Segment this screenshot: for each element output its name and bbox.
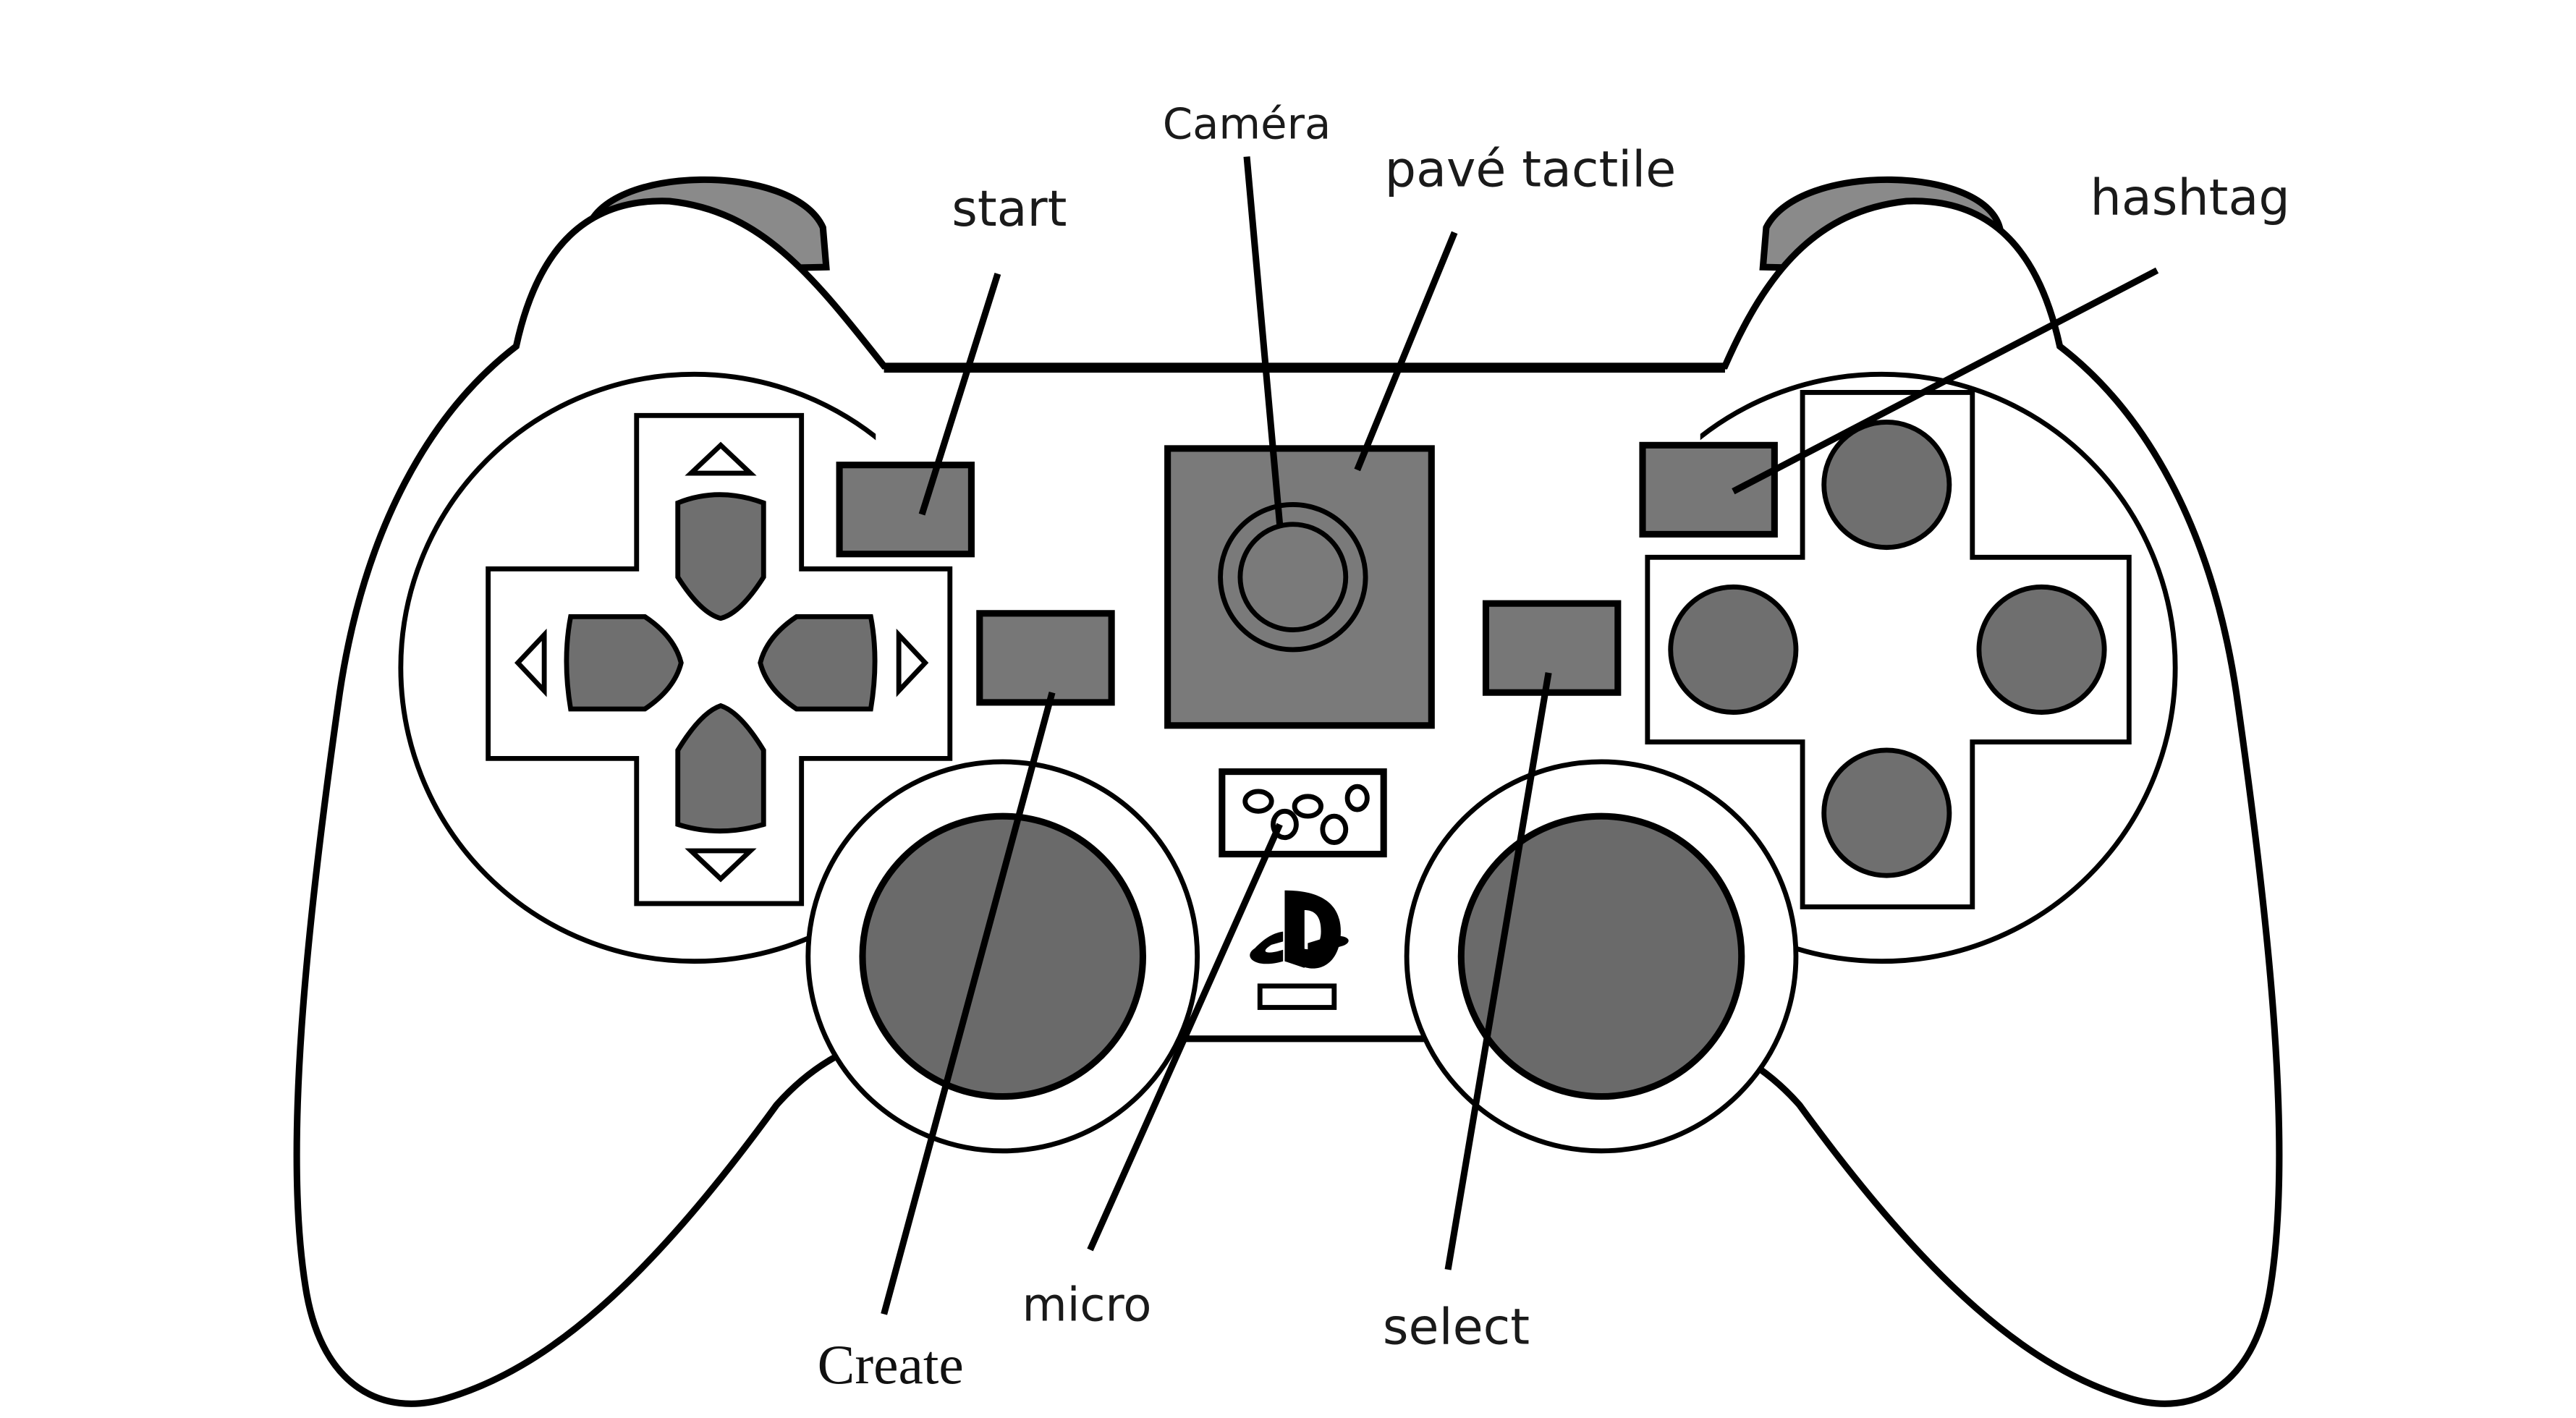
face-button-left[interactable]	[1668, 584, 1799, 715]
leader-micro	[1087, 823, 1283, 1252]
start-button[interactable]	[836, 462, 975, 558]
dpad-left-button[interactable]	[564, 614, 684, 712]
triangle-left-icon	[514, 628, 547, 697]
triangle-right-icon	[896, 628, 929, 697]
dpad-buttons[interactable]	[564, 492, 878, 834]
dpad-down-button[interactable]	[675, 702, 766, 834]
playstation-logo	[1250, 890, 1349, 969]
label-hashtag: hashtag	[2090, 169, 2290, 226]
face-button-top[interactable]	[1821, 420, 1952, 551]
leader-select	[1444, 672, 1552, 1270]
face-button-right[interactable]	[1976, 584, 2107, 715]
leader-touchpad	[1354, 231, 1458, 472]
create-button[interactable]	[976, 610, 1115, 706]
leader-camera	[1243, 156, 1284, 525]
analog-sticks	[805, 759, 1799, 1154]
dpad-arrows	[514, 441, 929, 883]
face-button-bottom[interactable]	[1821, 747, 1952, 878]
select-button[interactable]	[1482, 600, 1622, 696]
label-touchpad: pavé tactile	[1385, 142, 1677, 199]
micro-holes	[1242, 784, 1370, 846]
label-select: select	[1383, 1299, 1530, 1356]
leader-lines	[881, 156, 2159, 1315]
dpad-up-button[interactable]	[675, 492, 766, 621]
label-start: start	[952, 181, 1067, 238]
leader-hashtag	[1732, 267, 2159, 495]
small-buttons[interactable]	[836, 441, 1778, 706]
dpad-right-button[interactable]	[758, 614, 878, 712]
hashtag-button[interactable]	[1639, 441, 1778, 538]
camera-outer-ring	[1218, 501, 1368, 653]
left-stick[interactable]	[859, 812, 1146, 1100]
label-create: Create	[818, 1333, 964, 1396]
face-buttons-cross	[1645, 390, 2132, 909]
camera-lens	[1237, 522, 1349, 633]
leader-create	[881, 692, 1056, 1315]
label-micro: micro	[1022, 1279, 1152, 1333]
face-buttons[interactable]	[1668, 420, 2107, 878]
triangle-up-icon	[685, 441, 757, 476]
label-camera: Caméra	[1163, 98, 1331, 148]
triangle-down-icon	[685, 848, 757, 883]
dpad-cross	[486, 412, 953, 907]
home-indicator	[1257, 983, 1337, 1010]
right-stick[interactable]	[1457, 812, 1745, 1100]
leader-start	[918, 272, 1001, 516]
